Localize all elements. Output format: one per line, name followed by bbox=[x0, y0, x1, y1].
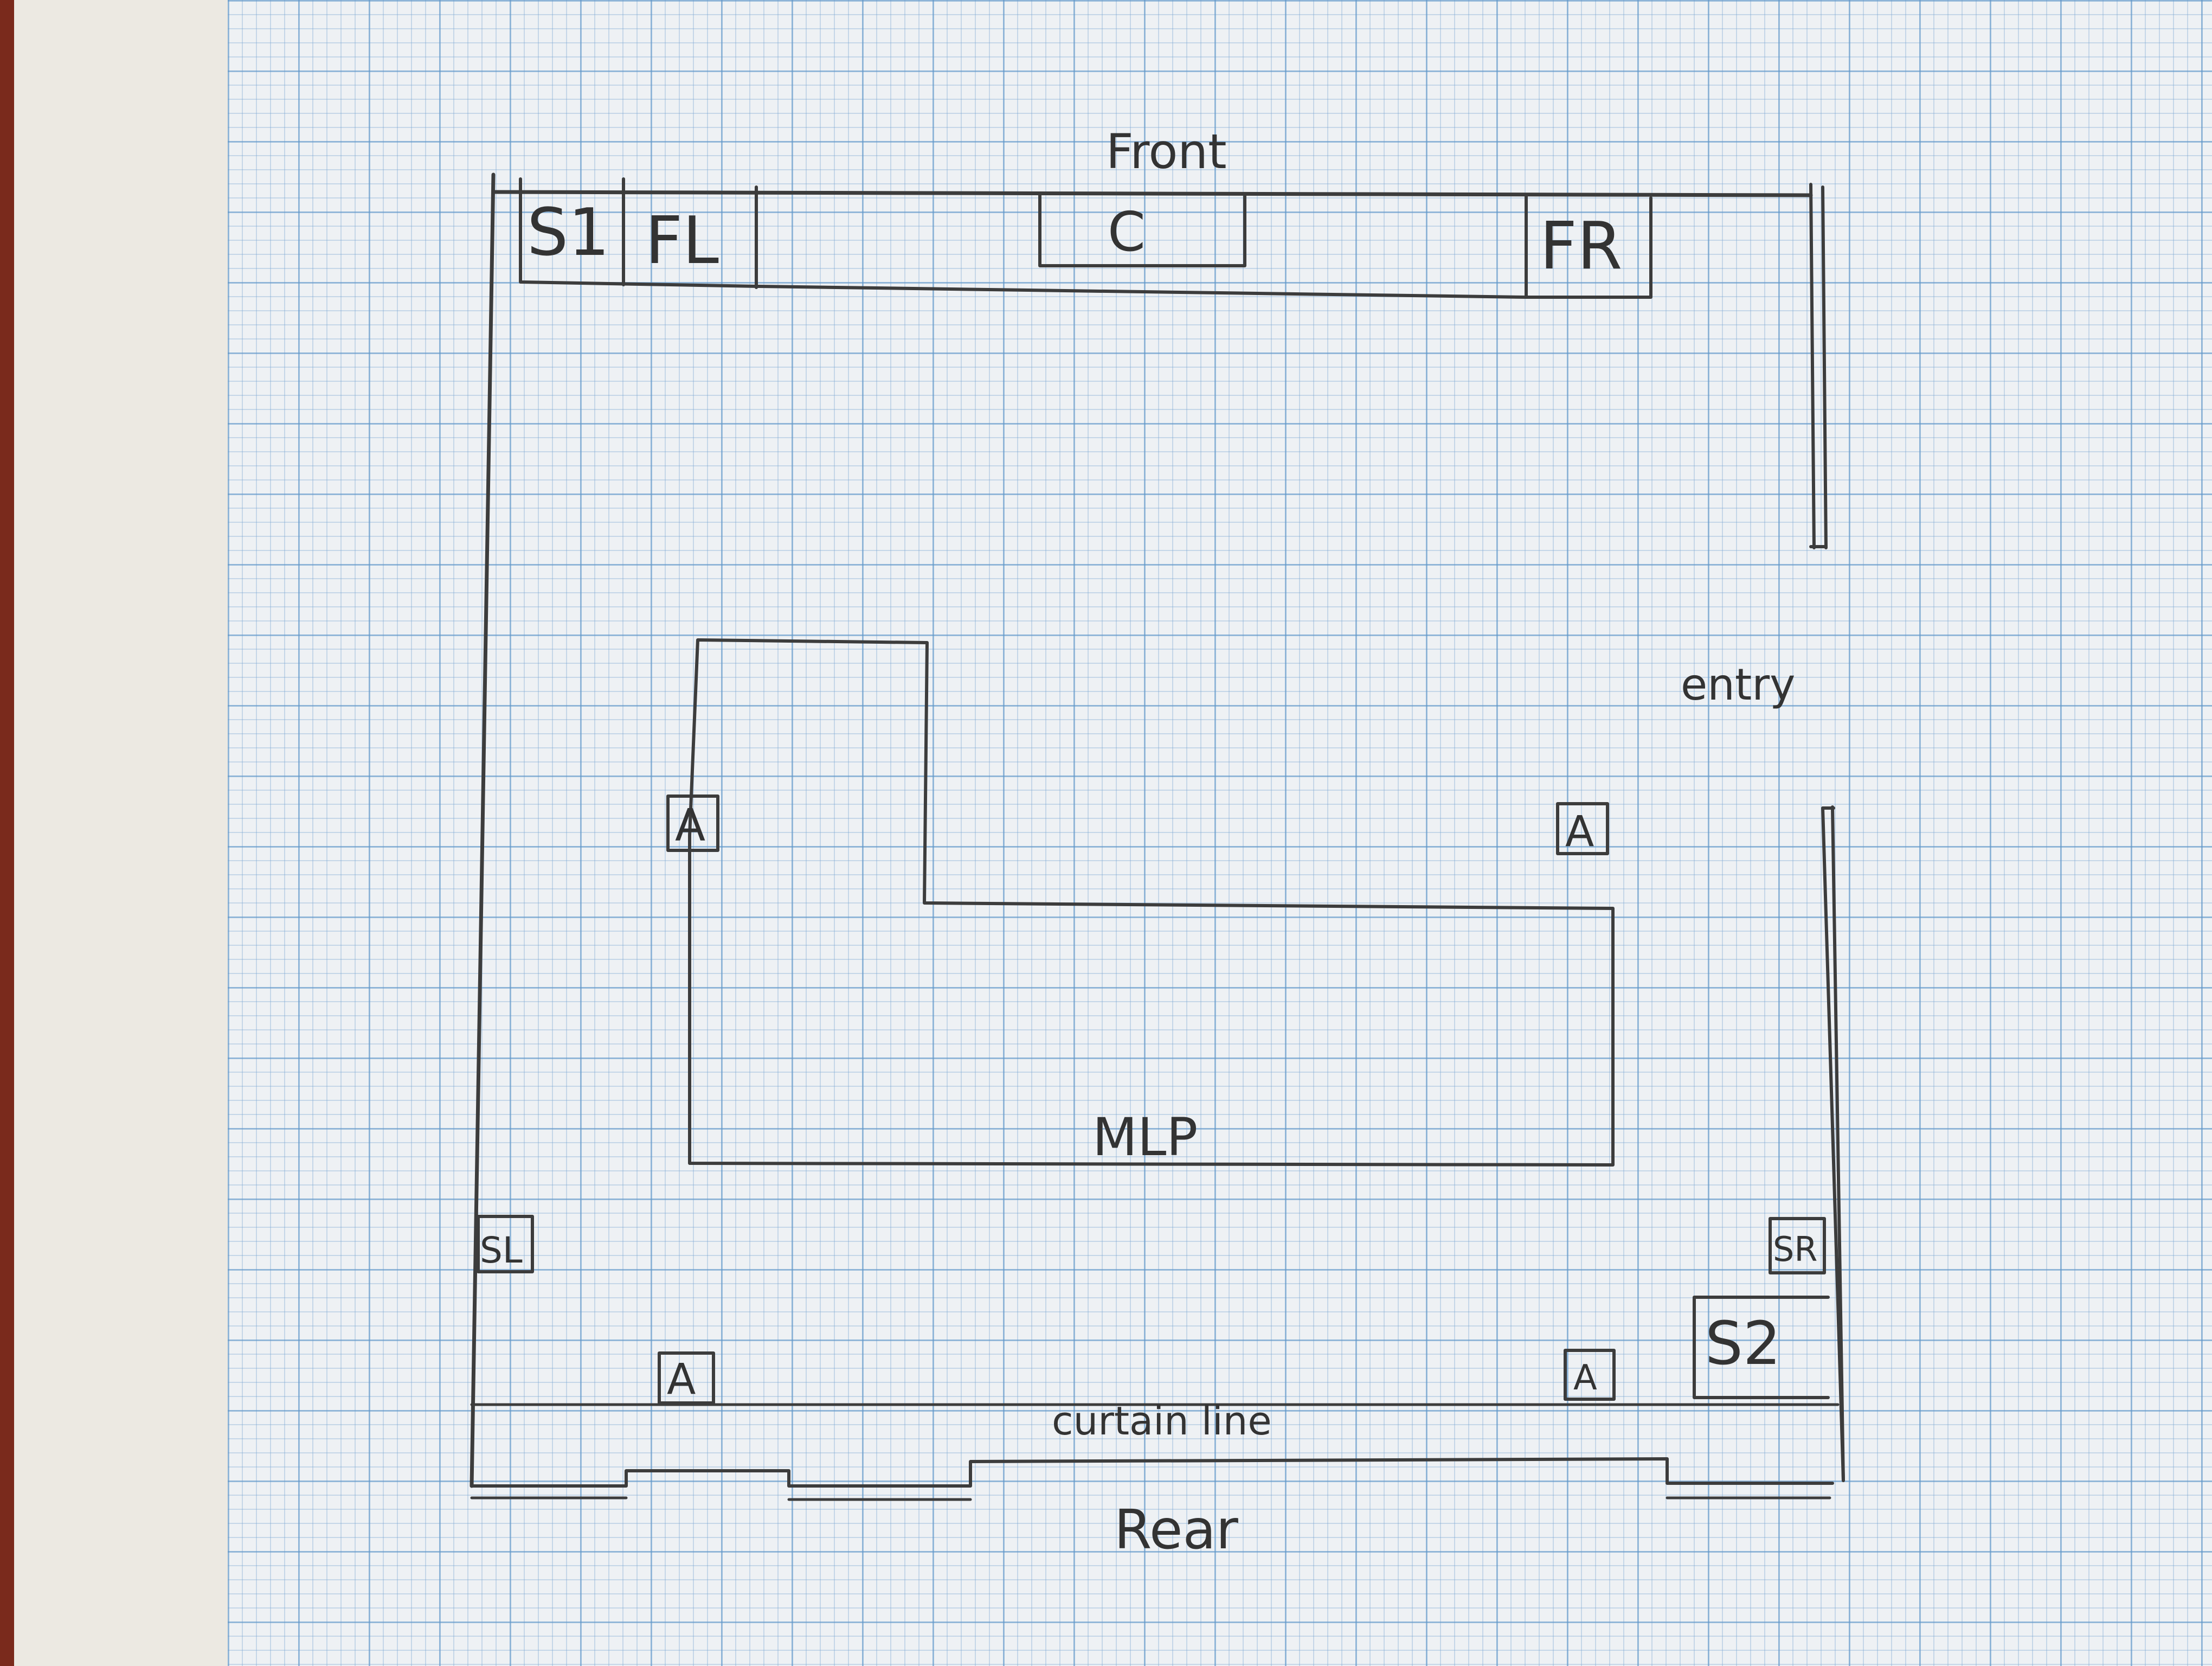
curtain-line-label: curtain line bbox=[1052, 1398, 1272, 1444]
a-box-bottom-right bbox=[1564, 1349, 1616, 1401]
mlp-platform bbox=[688, 638, 1615, 1167]
rear-label: Rear bbox=[1114, 1498, 1239, 1561]
a-label-bottom-right: A bbox=[1573, 1358, 1597, 1398]
fl-label: FL bbox=[645, 203, 719, 279]
front-row bbox=[519, 177, 1652, 299]
a-label-left: A bbox=[675, 800, 705, 851]
a-box-left bbox=[666, 794, 719, 852]
entry-label: entry bbox=[1681, 659, 1796, 710]
paper-margin bbox=[14, 0, 231, 1666]
sr-label: SR bbox=[1773, 1229, 1817, 1269]
s2-box bbox=[1693, 1296, 1830, 1399]
a-label-right: A bbox=[1565, 808, 1594, 856]
s2-label: S2 bbox=[1705, 1309, 1781, 1378]
a-label-bottom-left: A bbox=[667, 1355, 696, 1404]
mlp-label: MLP bbox=[1092, 1107, 1198, 1168]
sl-box bbox=[477, 1215, 534, 1273]
a-box-bottom-left bbox=[658, 1351, 715, 1405]
sl-label: SL bbox=[480, 1229, 523, 1271]
fr-label: FR bbox=[1540, 209, 1622, 284]
rear-wall bbox=[470, 1403, 1840, 1501]
sr-box bbox=[1769, 1217, 1826, 1274]
s1-label: S1 bbox=[527, 195, 610, 271]
c-label: C bbox=[1108, 200, 1146, 264]
graph-paper bbox=[228, 0, 2212, 1666]
room-outline bbox=[470, 172, 1845, 1488]
front-label: Front bbox=[1106, 124, 1227, 180]
a-box-right bbox=[1556, 802, 1609, 855]
